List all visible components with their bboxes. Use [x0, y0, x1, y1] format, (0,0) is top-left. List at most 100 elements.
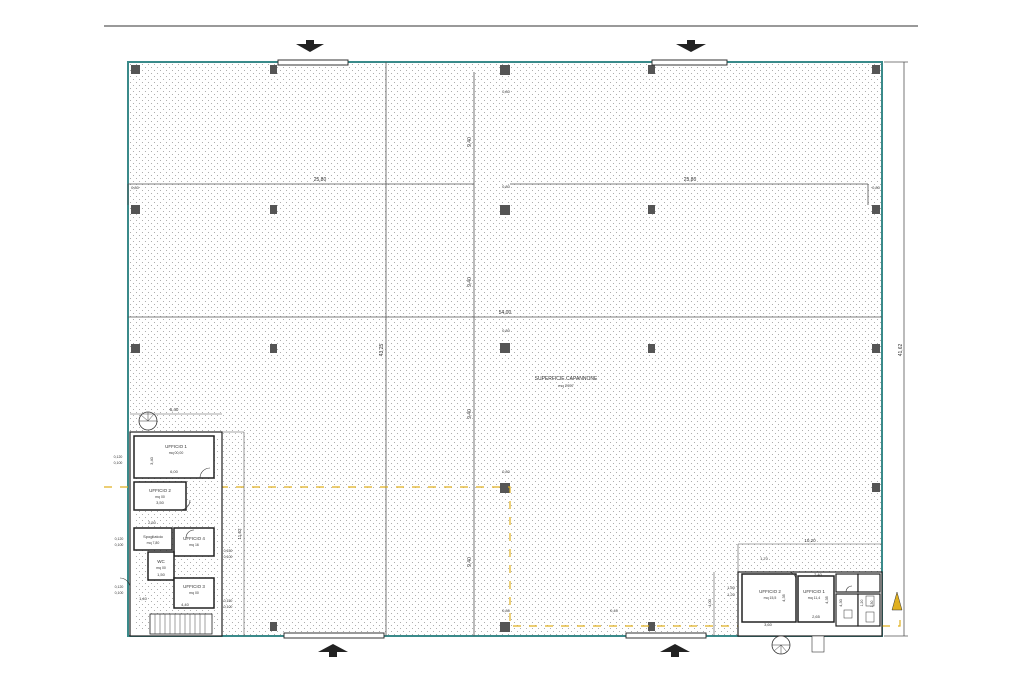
- svg-text:0,100: 0,100: [224, 555, 233, 559]
- svg-text:0,120: 0,120: [114, 455, 123, 459]
- entry-arrow-icon: [891, 591, 903, 611]
- svg-text:9,40: 9,40: [467, 137, 473, 147]
- pillar: [872, 483, 880, 492]
- svg-text:4,30: 4,30: [838, 598, 843, 607]
- svg-text:1,70: 1,70: [760, 556, 769, 561]
- svg-text:0,100: 0,100: [114, 461, 123, 465]
- svg-text:6,40: 6,40: [170, 407, 179, 412]
- room-bath-a: [835, 573, 859, 593]
- svg-text:9,40: 9,40: [467, 557, 473, 567]
- svg-text:0,100: 0,100: [115, 543, 124, 547]
- pillar: [270, 205, 277, 214]
- hall-dimensions: 25,80 25,80 54,00 43,25 9,40 9,40 9,40 9…: [131, 89, 881, 613]
- svg-text:3,50: 3,50: [156, 500, 165, 505]
- svg-text:3,40: 3,40: [149, 456, 154, 465]
- svg-text:mq 11,4: mq 11,4: [808, 596, 820, 600]
- room-ufficio-4: [173, 527, 215, 557]
- svg-text:0,80: 0,80: [131, 185, 140, 190]
- svg-text:1,50: 1,50: [727, 585, 736, 590]
- openings: [277, 59, 728, 639]
- svg-text:0,120: 0,120: [115, 537, 124, 541]
- pillar: [872, 205, 880, 214]
- hall-area: mq 2957: [558, 383, 574, 388]
- svg-text:UFFICIO 4: UFFICIO 4: [183, 536, 205, 541]
- right-block-labels: 10,20 UFFICIO 2 mq 15,5 3,60 4,35 UFFICI…: [707, 538, 874, 627]
- entry-arrows: [296, 40, 903, 657]
- hall-outline: [127, 61, 883, 637]
- svg-text:1,20: 1,20: [727, 592, 736, 597]
- pillar: [131, 205, 140, 214]
- room-ufficio-3: [173, 577, 215, 609]
- svg-text:2,65: 2,65: [812, 614, 821, 619]
- svg-text:mq 00: mq 00: [189, 591, 199, 595]
- pillar: [648, 622, 655, 631]
- pillar: [872, 65, 880, 74]
- svg-text:9,40: 9,40: [467, 277, 473, 287]
- room-spogliatoio: [133, 527, 173, 551]
- pillar: [500, 65, 510, 75]
- pillar: [872, 344, 880, 353]
- svg-text:10,20: 10,20: [804, 538, 816, 543]
- svg-text:1,20: 1,20: [860, 600, 864, 607]
- pillar: [648, 65, 655, 74]
- svg-text:mq 16: mq 16: [189, 543, 199, 547]
- svg-text:UFFICIO 1: UFFICIO 1: [803, 589, 825, 594]
- svg-text:mq 15,5: mq 15,5: [764, 596, 777, 600]
- room-ufficio-2: [133, 481, 187, 511]
- hall-label: SUPERFICIE CAPANNONE: [535, 376, 598, 382]
- svg-text:UFFICIO 2: UFFICIO 2: [759, 589, 781, 594]
- svg-text:0,100: 0,100: [224, 605, 233, 609]
- stairs: [149, 613, 213, 635]
- svg-text:4,00: 4,00: [707, 598, 712, 607]
- svg-text:3,60: 3,60: [764, 622, 773, 627]
- svg-text:1,30: 1,30: [870, 601, 874, 608]
- svg-text:0,40: 0,40: [610, 608, 619, 613]
- svg-text:UFFICIO 2: UFFICIO 2: [149, 488, 171, 493]
- left-block-labels: 6,40 11,62 UFFICIO 1 mq 00,00 6,00 3,40 …: [114, 407, 242, 609]
- pillar: [270, 622, 277, 631]
- entry-arrow-icon: [318, 644, 348, 652]
- pillar: [648, 205, 655, 214]
- svg-text:4,35: 4,35: [781, 593, 786, 602]
- pillar: [500, 483, 510, 493]
- svg-text:mq 00: mq 00: [156, 566, 166, 570]
- svg-text:43,25: 43,25: [379, 344, 385, 357]
- entry-arrow-icon: [676, 44, 706, 52]
- grid-lines: [127, 62, 882, 636]
- svg-text:4,35: 4,35: [824, 595, 829, 604]
- svg-text:25,80: 25,80: [684, 177, 697, 183]
- pillar: [270, 344, 277, 353]
- svg-text:2,40: 2,40: [814, 572, 823, 577]
- entry-arrow-icon: [660, 644, 690, 652]
- svg-text:0,80: 0,80: [502, 608, 511, 613]
- svg-text:UFFICIO 1: UFFICIO 1: [165, 444, 187, 449]
- svg-text:0,80: 0,80: [502, 328, 511, 333]
- svg-text:0,80: 0,80: [502, 469, 511, 474]
- entry-arrow-icon: [296, 44, 324, 52]
- svg-text:4,40: 4,40: [181, 602, 190, 607]
- svg-text:0,120: 0,120: [115, 585, 124, 589]
- pillar: [500, 205, 510, 215]
- svg-text:25,80: 25,80: [314, 177, 327, 183]
- pillar: [131, 65, 140, 74]
- pillar: [500, 343, 510, 353]
- pillar: [131, 344, 140, 353]
- svg-text:0,80: 0,80: [502, 89, 511, 94]
- svg-text:0,100: 0,100: [115, 591, 124, 595]
- pillars: [131, 65, 880, 632]
- svg-text:mq 00,00: mq 00,00: [169, 451, 184, 455]
- room-bath-b: [857, 573, 881, 593]
- svg-text:mq 00: mq 00: [155, 495, 165, 499]
- room-bath-d: [857, 593, 881, 627]
- room-ufficio-1: [133, 435, 215, 479]
- svg-text:1,50: 1,50: [157, 572, 166, 577]
- svg-text:2,50: 2,50: [148, 520, 157, 525]
- pillar: [270, 65, 277, 74]
- svg-text:0,80: 0,80: [502, 184, 511, 189]
- svg-text:0,150: 0,150: [224, 549, 233, 553]
- svg-text:mq 7,80: mq 7,80: [147, 541, 160, 545]
- svg-text:6,00: 6,00: [170, 469, 179, 474]
- room-ufficio-2-right: [741, 573, 797, 623]
- svg-text:UFFICIO 3: UFFICIO 3: [183, 584, 205, 589]
